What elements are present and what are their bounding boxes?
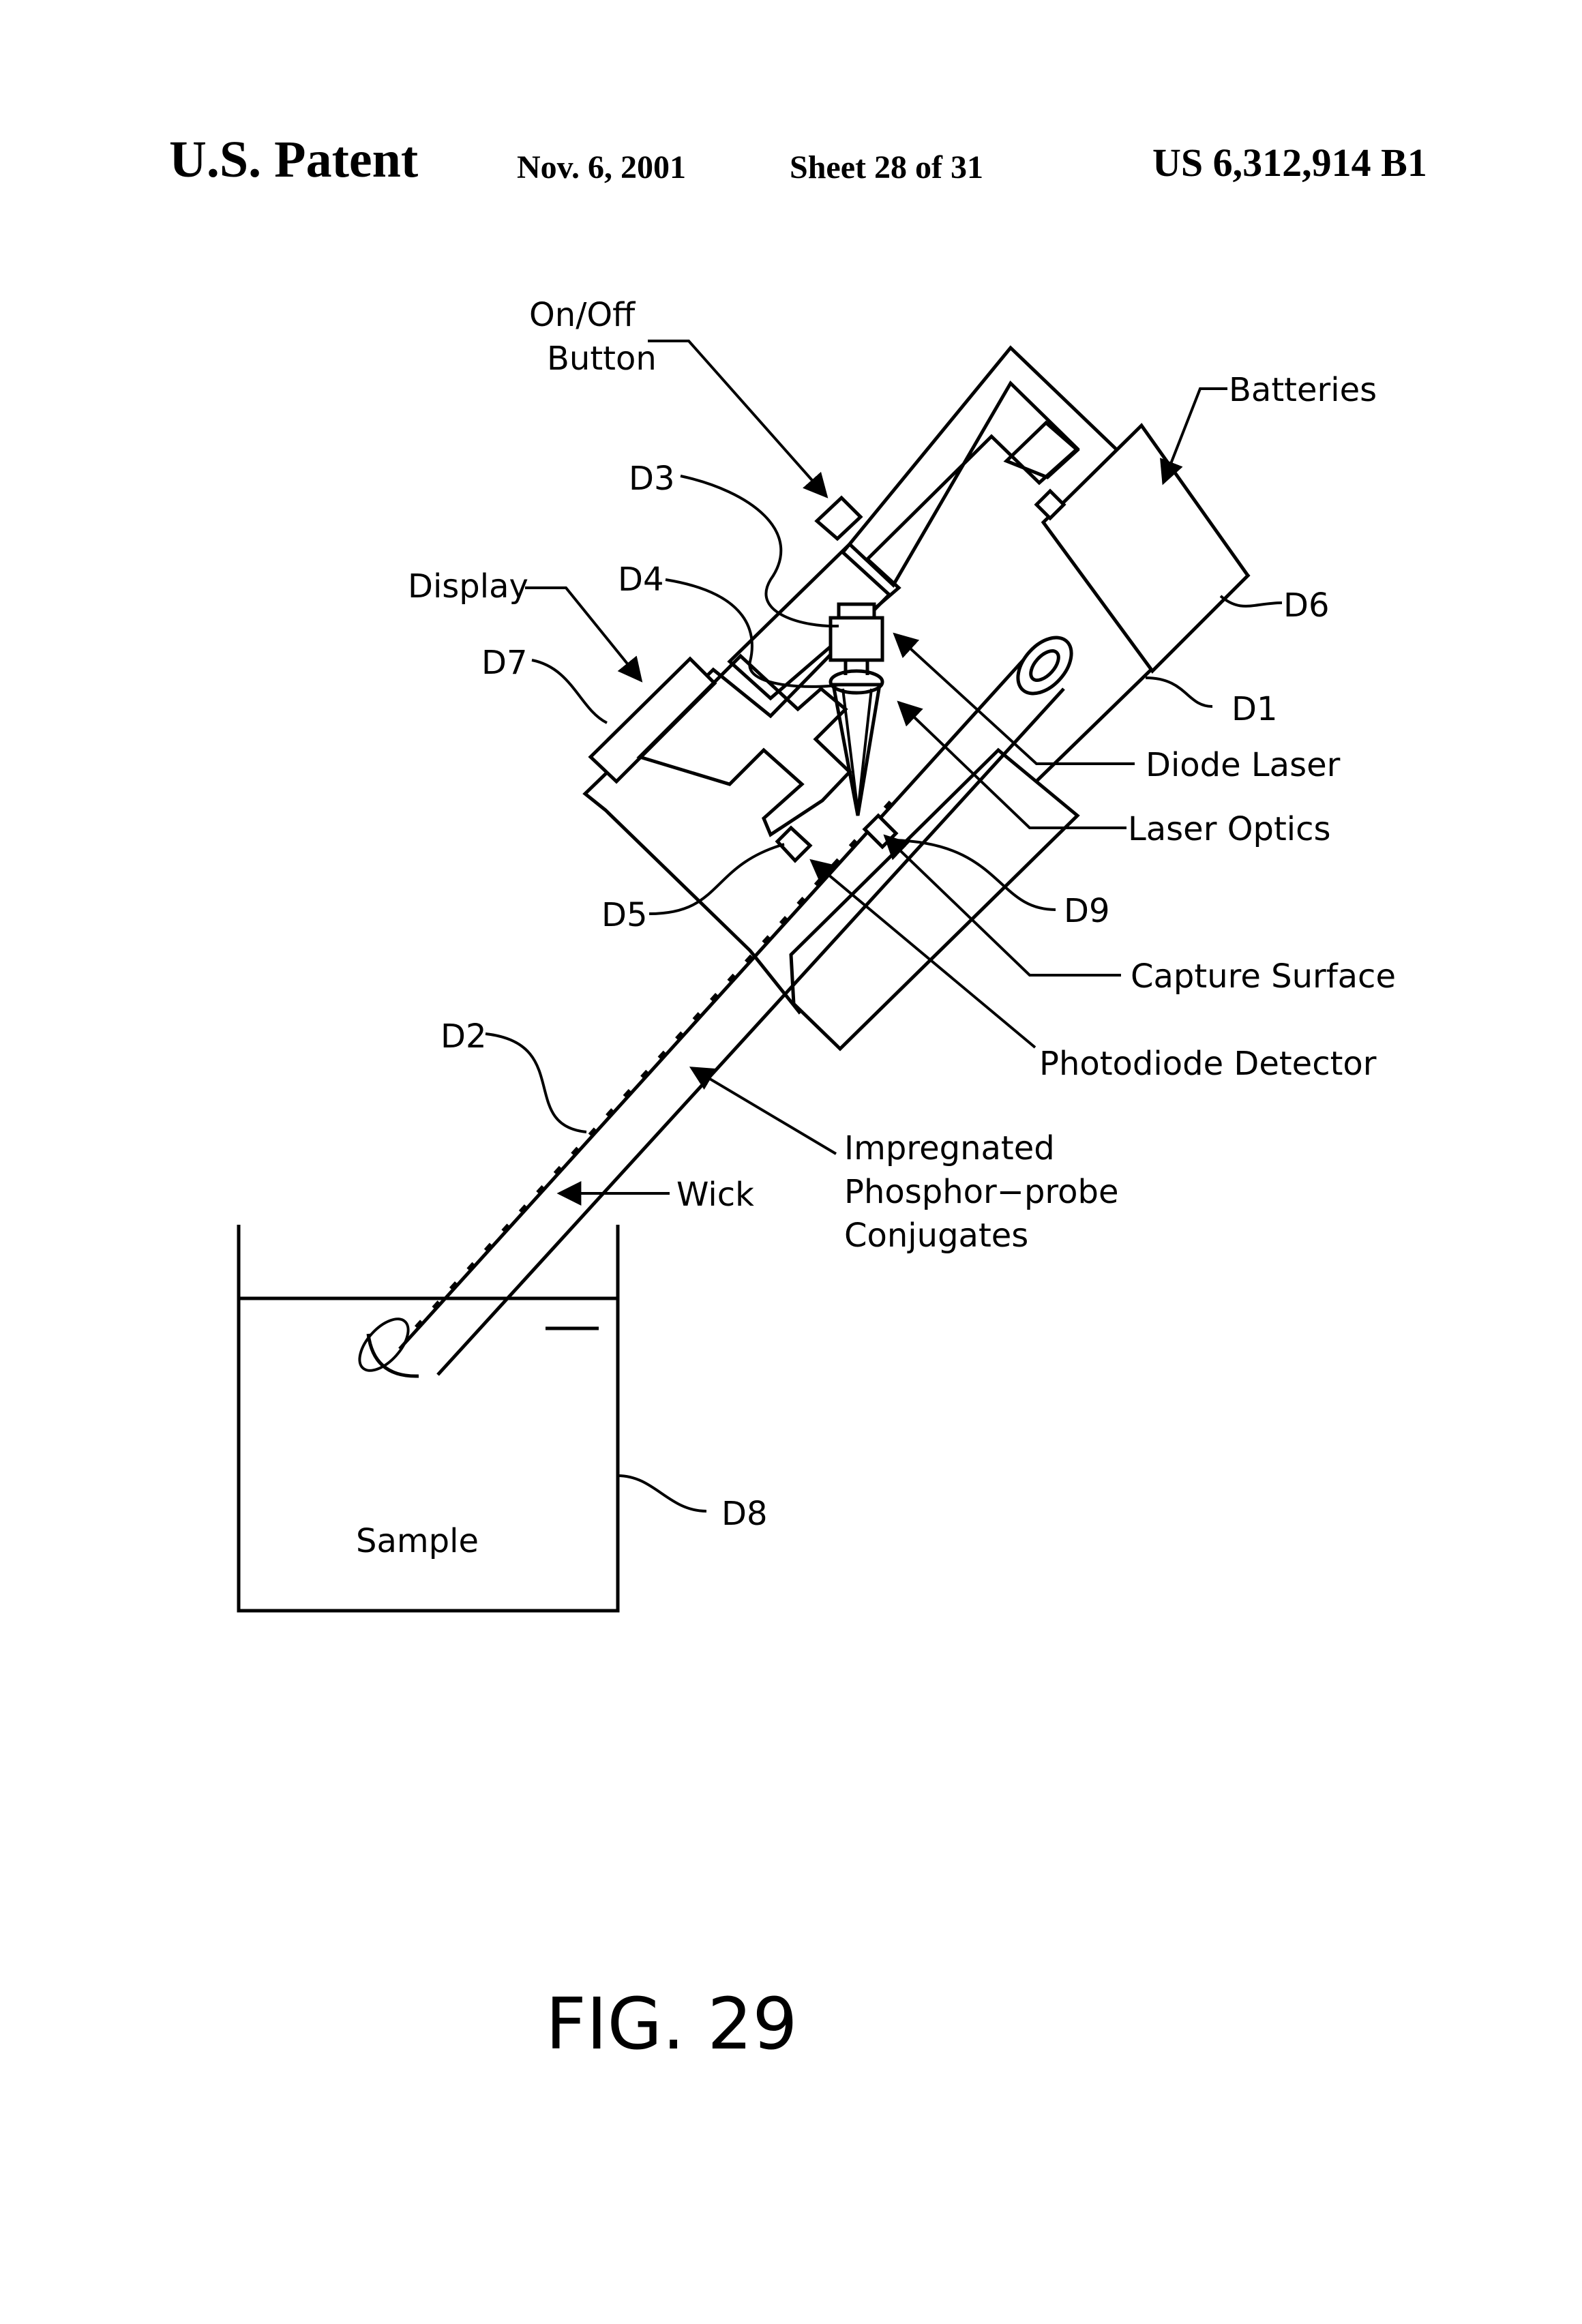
housing-inner-channel (730, 383, 1077, 698)
label-photodiode-detector: Photodiode Detector (1039, 1045, 1377, 1083)
housing-inner-frame (1006, 423, 1077, 477)
detector-block (791, 750, 1077, 1049)
label-d4: D4 (618, 561, 664, 599)
label-d3: D3 (629, 460, 675, 498)
label-d5: D5 (601, 896, 648, 934)
label-d9: D9 (1064, 892, 1110, 930)
label-batteries: Batteries (1229, 371, 1377, 409)
label-d2: D2 (441, 1017, 487, 1056)
label-d7: D7 (481, 644, 528, 682)
label-on-off: On/Off (529, 296, 636, 334)
label-sample: Sample (356, 1522, 479, 1560)
battery-compartment (1043, 426, 1248, 671)
label-conjugates: Conjugates (844, 1217, 1028, 1255)
on-off-button (817, 498, 861, 539)
label-button: Button (547, 340, 657, 378)
label-display: Display (408, 567, 528, 606)
display-panel (591, 659, 715, 781)
label-laser-optics: Laser Optics (1128, 810, 1331, 848)
wick-tube (350, 627, 1081, 1379)
label-impregnated: Impregnated (844, 1129, 1055, 1167)
label-wick: Wick (676, 1176, 754, 1214)
label-phosphor-probe: Phosphor−probe (844, 1173, 1118, 1211)
label-d8: D8 (721, 1495, 768, 1533)
label-diode-laser: Diode Laser (1146, 746, 1341, 784)
label-d1: D1 (1232, 690, 1278, 728)
figure-label: FIG. 29 (546, 1982, 798, 2066)
label-capture-surface: Capture Surface (1131, 957, 1396, 996)
label-d6: D6 (1283, 586, 1330, 625)
